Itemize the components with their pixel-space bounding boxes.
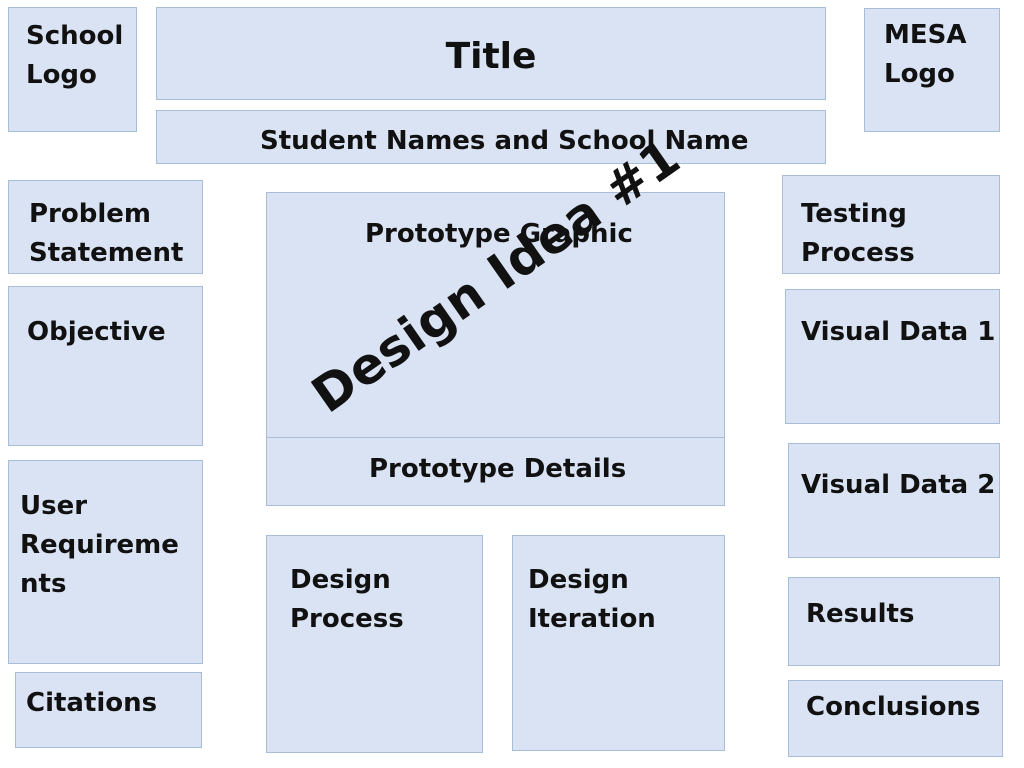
school-logo-label: School Logo <box>26 21 124 90</box>
testing-process-label: Testing Process <box>801 199 915 268</box>
objective-label: Objective <box>27 317 166 347</box>
visual-data-1-label: Visual Data 1 <box>801 317 996 347</box>
design-process-label: Design Process <box>290 565 404 634</box>
conclusions-label: Conclusions <box>806 692 981 722</box>
citations-label: Citations <box>26 688 158 718</box>
conclusions-box: Conclusions <box>788 680 1003 757</box>
objective-box: Objective <box>8 286 203 446</box>
mesa-logo-box: MESA Logo <box>864 8 1000 132</box>
citations-box: Citations <box>15 672 202 748</box>
design-iteration-box: Design Iteration <box>512 535 725 751</box>
prototype-graphic-box: Prototype Graphic <box>266 192 725 438</box>
visual-data-1-box: Visual Data 1 <box>785 289 1000 424</box>
title-box: Title <box>156 7 826 100</box>
results-box: Results <box>788 577 1000 666</box>
results-label: Results <box>806 599 915 629</box>
design-process-box: Design Process <box>266 535 483 753</box>
design-iteration-label: Design Iteration <box>528 565 656 634</box>
prototype-details-box: Prototype Details <box>266 437 725 506</box>
user-requirements-box: User Requireme nts <box>8 460 203 664</box>
problem-statement-label: Problem Statement <box>29 199 184 268</box>
student-names-box: Student Names and School Name <box>156 110 826 164</box>
poster-title: Title <box>445 36 537 77</box>
user-requirements-label: User Requireme nts <box>20 491 179 599</box>
testing-process-box: Testing Process <box>782 175 1000 274</box>
school-logo-box: School Logo <box>8 7 137 132</box>
problem-statement-box: Problem Statement <box>8 180 203 274</box>
prototype-details-label: Prototype Details <box>369 454 627 484</box>
visual-data-2-box: Visual Data 2 <box>788 443 1000 558</box>
prototype-graphic-label: Prototype Graphic <box>365 219 633 249</box>
mesa-logo-label: MESA Logo <box>884 20 967 89</box>
visual-data-2-label: Visual Data 2 <box>801 470 996 500</box>
student-names-label: Student Names and School Name <box>260 126 749 156</box>
